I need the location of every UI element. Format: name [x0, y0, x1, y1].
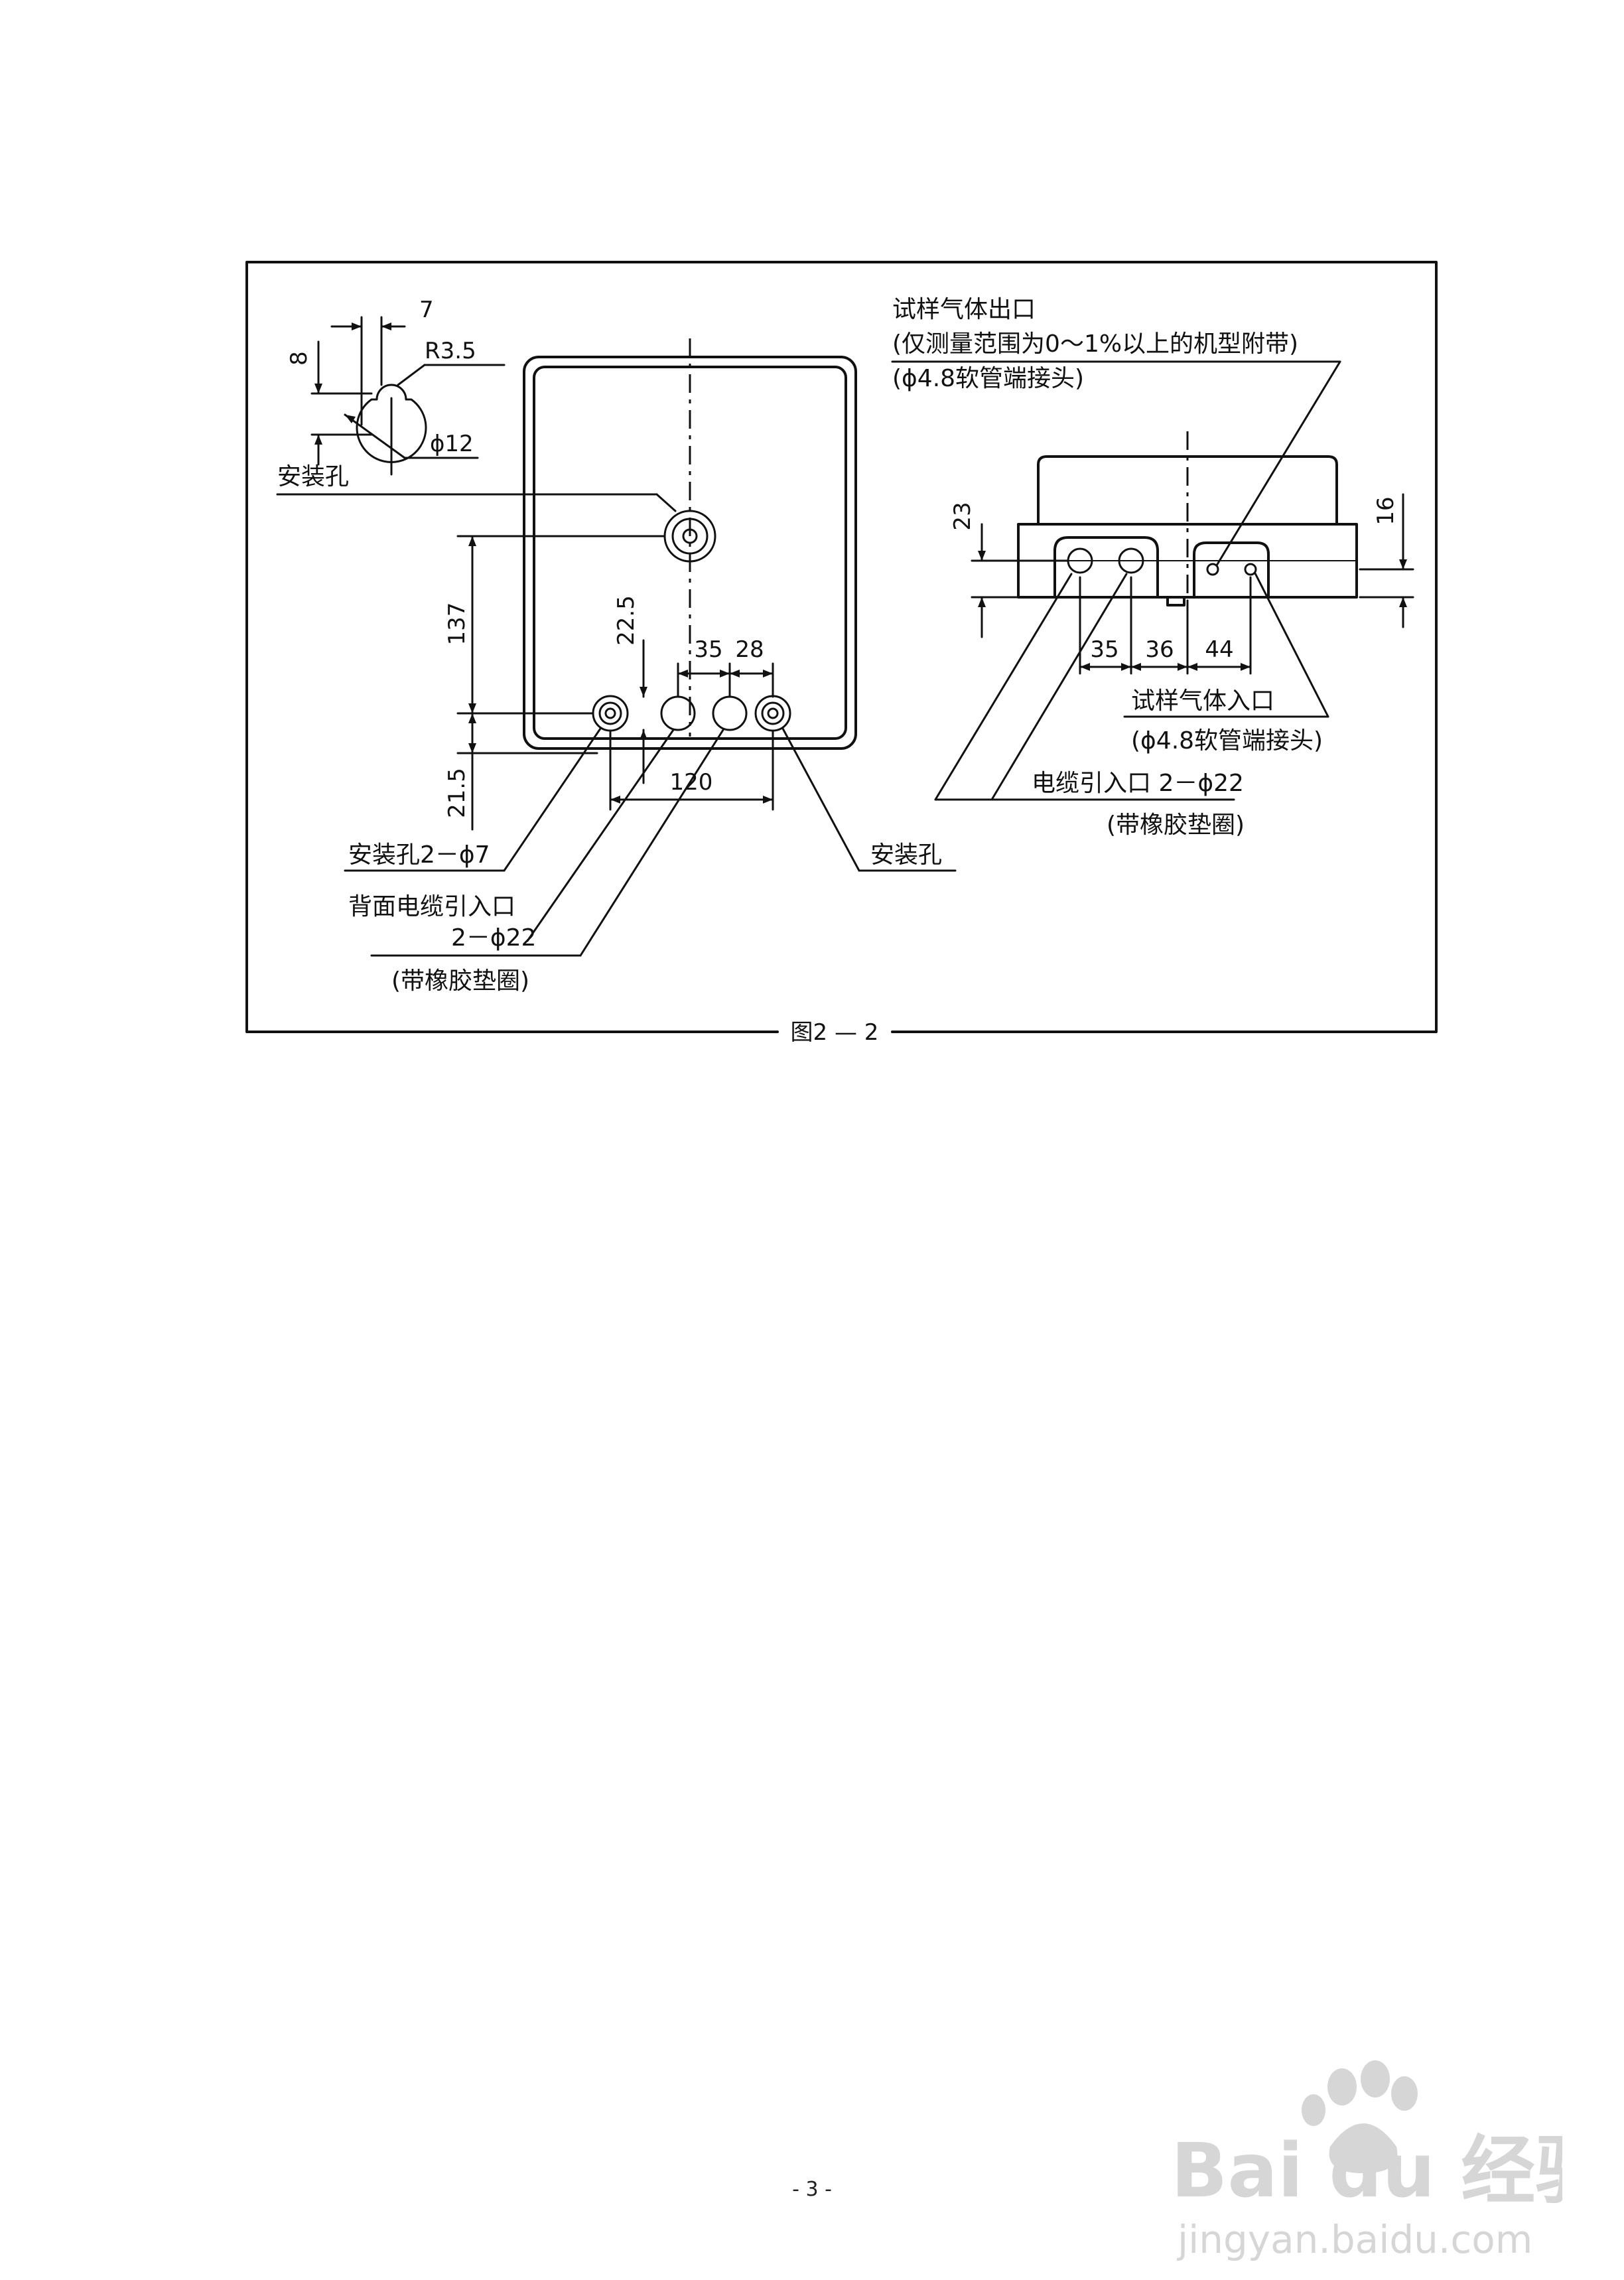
front-dim-120: 120	[670, 769, 713, 796]
outlet-label-1: 试样气体出口	[892, 296, 1036, 323]
paw-logo-icon	[1302, 2060, 1418, 2173]
rear-cable-label-3: (带橡胶垫圈)	[391, 967, 529, 995]
cable-label-2: (带橡胶垫圈)	[1107, 812, 1245, 839]
bottom-dim-36: 36	[1145, 636, 1174, 663]
outlet-label-3: (ϕ4.8软管端接头)	[892, 365, 1084, 392]
front-dim-137: 137	[444, 603, 470, 646]
bottom-view: 23 16 35 36 44 试样气体出口 (仅测量范围为0～1%以上的机型附带…	[891, 296, 1414, 839]
keyhole-dim-height: 8	[286, 351, 312, 366]
keyhole-diameter: ϕ12	[430, 431, 474, 457]
front-dim-21-5: 21.5	[444, 768, 470, 818]
rear-cable-label-2: 2－ϕ22	[451, 924, 536, 952]
gas-boss	[1193, 541, 1270, 599]
gas-inlet-port	[1244, 563, 1257, 576]
keyhole-dim-width: 7	[419, 297, 434, 323]
front-dim-22-5: 22.5	[613, 595, 640, 646]
front-dim-28: 28	[735, 636, 764, 663]
keyhole-label: 安装孔	[277, 463, 349, 490]
front-dim-35: 35	[694, 636, 722, 663]
mount-holes-label: 安装孔2－ϕ7	[348, 841, 490, 869]
keyhole-radius: R3.5	[425, 338, 476, 364]
watermark-brand: Bai du 经验	[1171, 2128, 1562, 2214]
bottom-dim-16: 16	[1373, 496, 1399, 525]
bottom-dim-23: 23	[949, 502, 976, 530]
mount-hole-right-label: 安装孔	[870, 841, 942, 869]
figure-caption: 图2 — 2	[791, 1019, 879, 1046]
front-view: 137 21.5 22.5 35 28 120 安装孔2－ϕ7 背面电缆引入口 …	[344, 338, 957, 995]
gas-outlet-port	[1206, 563, 1219, 576]
cable-boss	[1053, 536, 1159, 599]
inlet-label-1: 试样气体入口	[1131, 687, 1274, 715]
page-number: - 3 -	[792, 2178, 832, 2201]
front-mount-hole-right	[754, 695, 791, 732]
baidu-watermark: Bai du 经验 jingyan.baidu.com	[1171, 2060, 1562, 2262]
bottom-cable-hole-2	[1118, 547, 1144, 574]
outlet-label-2: (仅测量范围为0～1%以上的机型附带)	[892, 330, 1298, 358]
rear-cable-label-1: 背面电缆引入口	[348, 893, 515, 920]
bottom-base	[1017, 523, 1358, 599]
front-cable-hole-2	[712, 695, 748, 731]
watermark-url: jingyan.baidu.com	[1176, 2217, 1532, 2262]
inlet-label-2: (ϕ4.8软管端接头)	[1131, 727, 1323, 754]
keyhole-detail: 7 8 R3.5 ϕ12 安装孔	[276, 297, 677, 512]
front-mount-hole-left	[592, 695, 629, 732]
bottom-dim-35: 35	[1090, 636, 1118, 663]
bottom-dim-44: 44	[1205, 636, 1233, 663]
figure-frame	[245, 261, 1438, 1033]
cable-label-1: 电缆引入口 2－ϕ22	[1032, 770, 1244, 797]
